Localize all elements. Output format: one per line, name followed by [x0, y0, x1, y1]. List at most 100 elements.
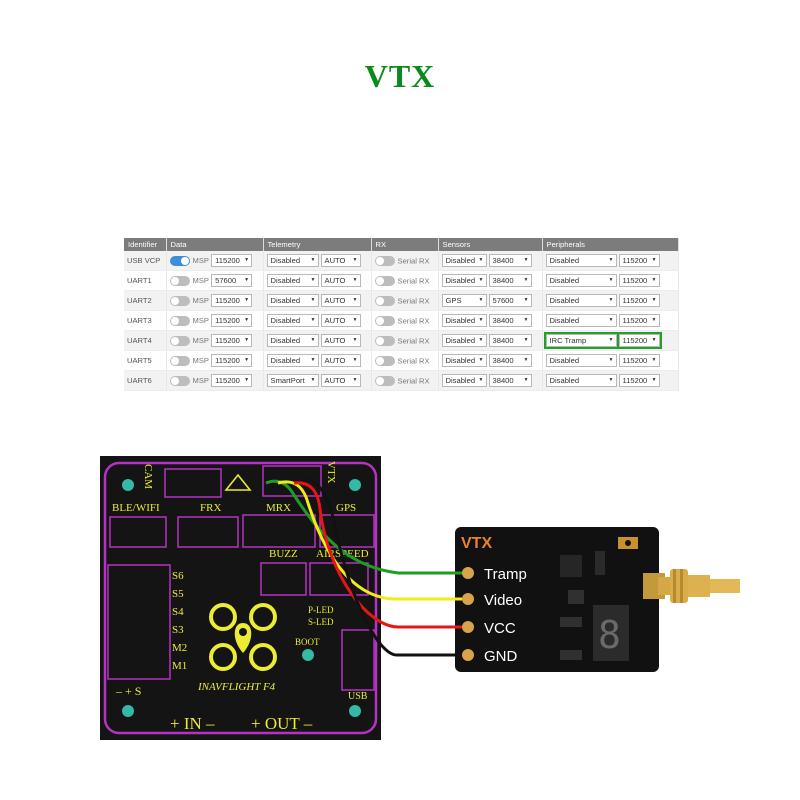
peripheral-baud-select[interactable]: 115200: [618, 374, 660, 387]
peripherals-cell: Disabled115200: [542, 310, 679, 331]
peripheral-baud-select[interactable]: 115200: [618, 354, 660, 367]
data-toggle-label: MSP: [192, 376, 209, 385]
peripheral-baud-select[interactable]: 115200: [618, 274, 660, 287]
telemetry-cell: SmartPortAUTO: [263, 370, 372, 391]
sensor-select[interactable]: GPS: [441, 294, 487, 307]
sensor-baud-select[interactable]: 57600: [488, 294, 532, 307]
sensor-select[interactable]: Disabled: [441, 374, 487, 387]
peripheral-baud-select[interactable]: 115200: [618, 314, 660, 327]
peripheral-select[interactable]: IRC Tramp: [543, 332, 619, 349]
peripheral-select[interactable]: Disabled: [545, 294, 617, 307]
sensor-select[interactable]: Disabled: [441, 354, 487, 367]
rx-cell: Serial RX: [371, 310, 439, 331]
rx-toggle-label: Serial RX: [397, 356, 430, 365]
port-id-text: UART6: [127, 376, 152, 385]
data-cell: MSP 115200: [166, 350, 264, 371]
pad-gnd: [462, 649, 474, 661]
sensor-baud-select[interactable]: 38400: [488, 334, 532, 347]
data-baud-select[interactable]: 115200: [211, 314, 253, 327]
sensor-baud-select[interactable]: 38400: [488, 354, 532, 367]
telemetry-baud-select[interactable]: AUTO: [320, 294, 361, 307]
sensor-baud-select[interactable]: 38400: [488, 314, 532, 327]
data-toggle[interactable]: [169, 275, 190, 286]
data-toggle[interactable]: [169, 335, 190, 346]
sensor-baud-select[interactable]: 38400: [488, 274, 532, 287]
data-toggle[interactable]: [169, 355, 190, 366]
sensor-select[interactable]: Disabled: [441, 334, 487, 347]
telemetry-baud-select[interactable]: AUTO: [320, 274, 361, 287]
port-id-text: UART5: [127, 356, 152, 365]
sensor-select[interactable]: Disabled: [441, 254, 487, 267]
fc-label-s3: S3: [172, 624, 184, 636]
data-cell: MSP 115200: [166, 370, 264, 391]
data-baud-select[interactable]: 115200: [211, 354, 253, 367]
data-baud-select[interactable]: 115200: [211, 254, 253, 267]
telemetry-baud-select[interactable]: AUTO: [320, 334, 361, 347]
data-baud-select[interactable]: 115200: [211, 334, 253, 347]
rx-toggle[interactable]: [374, 375, 395, 386]
boot-button-icon: [302, 649, 314, 661]
data-toggle[interactable]: [169, 375, 190, 386]
peripheral-baud-select[interactable]: 115200: [618, 254, 660, 267]
antenna-connector-icon: [643, 569, 740, 603]
telemetry-select[interactable]: Disabled: [266, 294, 319, 307]
pad-tramp: [462, 567, 474, 579]
telemetry-select[interactable]: Disabled: [266, 314, 319, 327]
port-id-text: UART4: [127, 336, 152, 345]
mrx-pads: [242, 514, 316, 548]
pad-video: [462, 593, 474, 605]
ports-table: Identifier Data Telemetry RX Sensors Per…: [124, 238, 679, 391]
mount-hole-icon: [122, 479, 134, 491]
rx-toggle[interactable]: [374, 335, 395, 346]
peripheral-baud-select[interactable]: 115200: [618, 294, 660, 307]
port-id-text: UART3: [127, 316, 152, 325]
data-baud-select[interactable]: 115200: [211, 374, 253, 387]
peripheral-select[interactable]: Disabled: [545, 314, 617, 327]
rx-toggle[interactable]: [374, 275, 395, 286]
data-toggle-label: MSP: [192, 296, 209, 305]
telemetry-baud-select[interactable]: AUTO: [320, 254, 361, 267]
rx-toggle[interactable]: [374, 255, 395, 266]
rx-toggle[interactable]: [374, 295, 395, 306]
fc-board-outline: [103, 461, 378, 735]
ble-wifi-connector: [109, 516, 167, 548]
telemetry-select[interactable]: Disabled: [266, 274, 319, 287]
data-baud-select[interactable]: 115200: [211, 294, 253, 307]
telemetry-select[interactable]: Disabled: [266, 354, 319, 367]
fc-label-p-led: P-LED: [308, 605, 334, 615]
data-baud-select[interactable]: 57600: [211, 274, 253, 287]
sensors-cell: Disabled38400: [438, 310, 543, 331]
telemetry-baud-select[interactable]: AUTO: [320, 314, 361, 327]
telemetry-baud-select[interactable]: AUTO: [320, 354, 361, 367]
mrx-connector: [262, 465, 322, 497]
rx-toggle[interactable]: [374, 315, 395, 326]
data-toggle[interactable]: [169, 255, 190, 266]
rx-toggle[interactable]: [374, 355, 395, 366]
port-id-text: UART2: [127, 296, 152, 305]
data-toggle[interactable]: [169, 295, 190, 306]
sensor-select[interactable]: Disabled: [441, 274, 487, 287]
peripheral-select[interactable]: Disabled: [545, 274, 617, 287]
arrow-marker-icon: [224, 473, 252, 491]
sensor-baud-select[interactable]: 38400: [488, 254, 532, 267]
rx-cell: Serial RX: [371, 290, 439, 311]
peripheral-select[interactable]: Disabled: [545, 374, 617, 387]
sensor-baud-select[interactable]: 38400: [488, 374, 532, 387]
peripheral-baud-select[interactable]: 115200: [616, 332, 662, 349]
peripheral-select[interactable]: Disabled: [545, 354, 617, 367]
telemetry-select[interactable]: Disabled: [266, 334, 319, 347]
peripherals-cell: IRC Tramp115200: [542, 330, 679, 351]
peripheral-select[interactable]: Disabled: [545, 254, 617, 267]
port-identifier: UART1: [124, 270, 167, 291]
port-id-text: UART1: [127, 276, 152, 285]
peripherals-cell: Disabled115200: [542, 251, 679, 271]
fc-board-base: [100, 456, 381, 740]
telemetry-select[interactable]: SmartPort: [266, 374, 319, 387]
data-toggle[interactable]: [169, 315, 190, 326]
wiring-diagram: CAM VTX BLE/WIFI FRX MRX GPS BUZZ AIRSPE…: [98, 455, 748, 745]
telemetry-baud-select[interactable]: AUTO: [320, 374, 361, 387]
telemetry-select[interactable]: Disabled: [266, 254, 319, 267]
sensor-select[interactable]: Disabled: [441, 314, 487, 327]
